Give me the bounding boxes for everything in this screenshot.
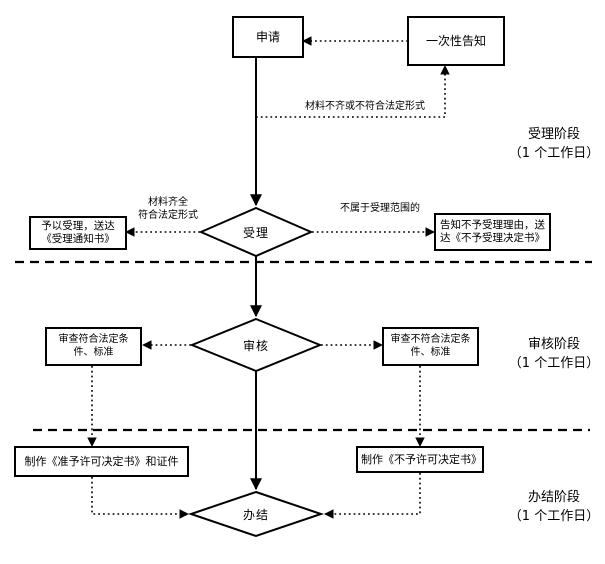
node-review-fail-line1: 审查不符合法定条 bbox=[390, 334, 471, 345]
edge-label-incomplete-text: 材料不齐或不符合法定形式 bbox=[305, 101, 425, 112]
stage-label-accept-name: 受理阶段 bbox=[527, 127, 580, 142]
node-accept-no-line1: 告知不予受理理由，送 bbox=[440, 218, 545, 231]
node-accept[interactable]: 受理 bbox=[201, 208, 311, 256]
stage-label-accept: 受理阶段 （1 个工作日） bbox=[506, 126, 602, 164]
node-apply[interactable]: 申请 bbox=[232, 16, 304, 58]
edge-label-complete-materials-line2: 符合法定形式 bbox=[138, 210, 198, 221]
node-onetime-notice[interactable]: 一次性告知 bbox=[407, 16, 505, 66]
node-review-fail-line2: 件、标准 bbox=[410, 346, 451, 358]
node-accept-yes[interactable]: 予以受理，送达 《受理通知书》 bbox=[29, 216, 127, 250]
node-apply-label: 申请 bbox=[255, 29, 280, 44]
node-accept-no-line2: 达《不予受理决定书》 bbox=[440, 232, 545, 244]
node-accept-no[interactable]: 告知不予受理理由，送 达《不予受理决定书》 bbox=[434, 213, 551, 251]
edge-label-out-of-scope: 不属于受理范围的 bbox=[330, 202, 430, 215]
edge-label-complete-materials: 材料齐全 符合法定形式 bbox=[128, 196, 208, 222]
node-permit-deny[interactable]: 制作《不予许可决定书》 bbox=[356, 446, 484, 473]
node-complete-label-wrap: 办结 bbox=[191, 492, 321, 536]
stage-label-accept-duration: （1 个工作日） bbox=[508, 145, 600, 161]
node-accept-yes-line2: 《受理通知书》 bbox=[41, 233, 115, 245]
node-review-pass-line2: 件、标准 bbox=[73, 346, 114, 358]
edge-label-out-of-scope-text: 不属于受理范围的 bbox=[340, 203, 420, 214]
stage-label-complete-name: 办结阶段 bbox=[527, 490, 580, 505]
node-complete[interactable]: 办结 bbox=[191, 492, 321, 536]
stage-label-review-duration: （1 个工作日） bbox=[508, 355, 600, 371]
stage-label-review: 审核阶段 （1 个工作日） bbox=[506, 336, 602, 374]
edge-deny-to-complete bbox=[324, 473, 421, 519]
node-review-fail[interactable]: 审查不符合法定条 件、标准 bbox=[382, 327, 479, 366]
stage-label-complete: 办结阶段 （1 个工作日） bbox=[506, 489, 602, 527]
edge-label-incomplete: 材料不齐或不符合法定形式 bbox=[290, 100, 440, 113]
node-permit-grant-label: 制作《准予许可决定书》和证件 bbox=[24, 454, 179, 468]
edge-grant-to-complete bbox=[91, 477, 189, 519]
node-accept-label-wrap: 受理 bbox=[201, 208, 311, 256]
node-review-pass[interactable]: 审查符合法定条 件、标准 bbox=[45, 327, 142, 366]
node-review-label: 审核 bbox=[242, 338, 269, 353]
node-review-pass-line1: 审查符合法定条 bbox=[58, 334, 129, 345]
node-review[interactable]: 审核 bbox=[192, 319, 320, 371]
stage-label-review-name: 审核阶段 bbox=[527, 337, 580, 352]
edge-label-complete-materials-line1: 材料齐全 bbox=[148, 197, 188, 208]
node-review-label-wrap: 审核 bbox=[192, 319, 320, 371]
node-complete-label: 办结 bbox=[242, 507, 269, 522]
node-permit-grant[interactable]: 制作《准予许可决定书》和证件 bbox=[14, 446, 189, 477]
node-accept-label: 受理 bbox=[242, 225, 269, 240]
node-onetime-notice-label: 一次性告知 bbox=[425, 33, 486, 48]
stage-label-complete-duration: （1 个工作日） bbox=[508, 508, 600, 524]
node-permit-deny-label: 制作《不予许可决定书》 bbox=[361, 452, 482, 466]
node-accept-yes-line1: 予以受理，送达 bbox=[41, 219, 115, 232]
